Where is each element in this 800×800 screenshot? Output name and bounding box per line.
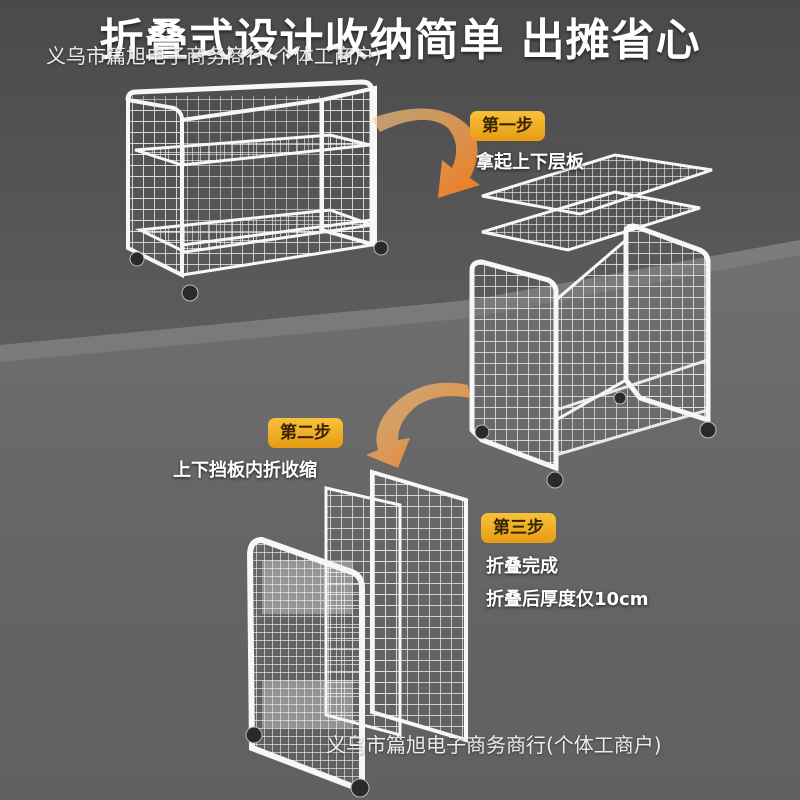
step-1-badge: 第一步: [470, 111, 545, 141]
rack-wheels: [129, 240, 389, 302]
folded-wheels: [245, 726, 370, 798]
step-2-caption: 上下挡板内折收缩: [173, 460, 317, 481]
open-frame: [469, 223, 711, 472]
curved-arrow-icon: [372, 108, 480, 198]
step-3-badge: 第三步: [481, 513, 556, 543]
step-2-badge: 第二步: [268, 418, 343, 448]
curved-arrow-icon: [366, 382, 470, 468]
step-3-thickness-note: 折叠后厚度仅10cm: [486, 589, 649, 610]
assembled-rack: [125, 79, 377, 279]
lifted-shelves: [481, 153, 713, 252]
folded-rack: [246, 469, 468, 795]
step-1-caption: 拿起上下层板: [476, 152, 584, 173]
watermark-bottom: 义乌市篇旭电子商务商行(个体工商户): [326, 733, 662, 757]
headline: 折叠式设计收纳简单 出摊省心: [99, 15, 701, 66]
frame-wheels: [474, 391, 717, 489]
step-3-caption: 折叠完成: [486, 556, 558, 577]
watermark-top: 义乌市篇旭电子商务商行(个体工商户): [46, 44, 382, 68]
